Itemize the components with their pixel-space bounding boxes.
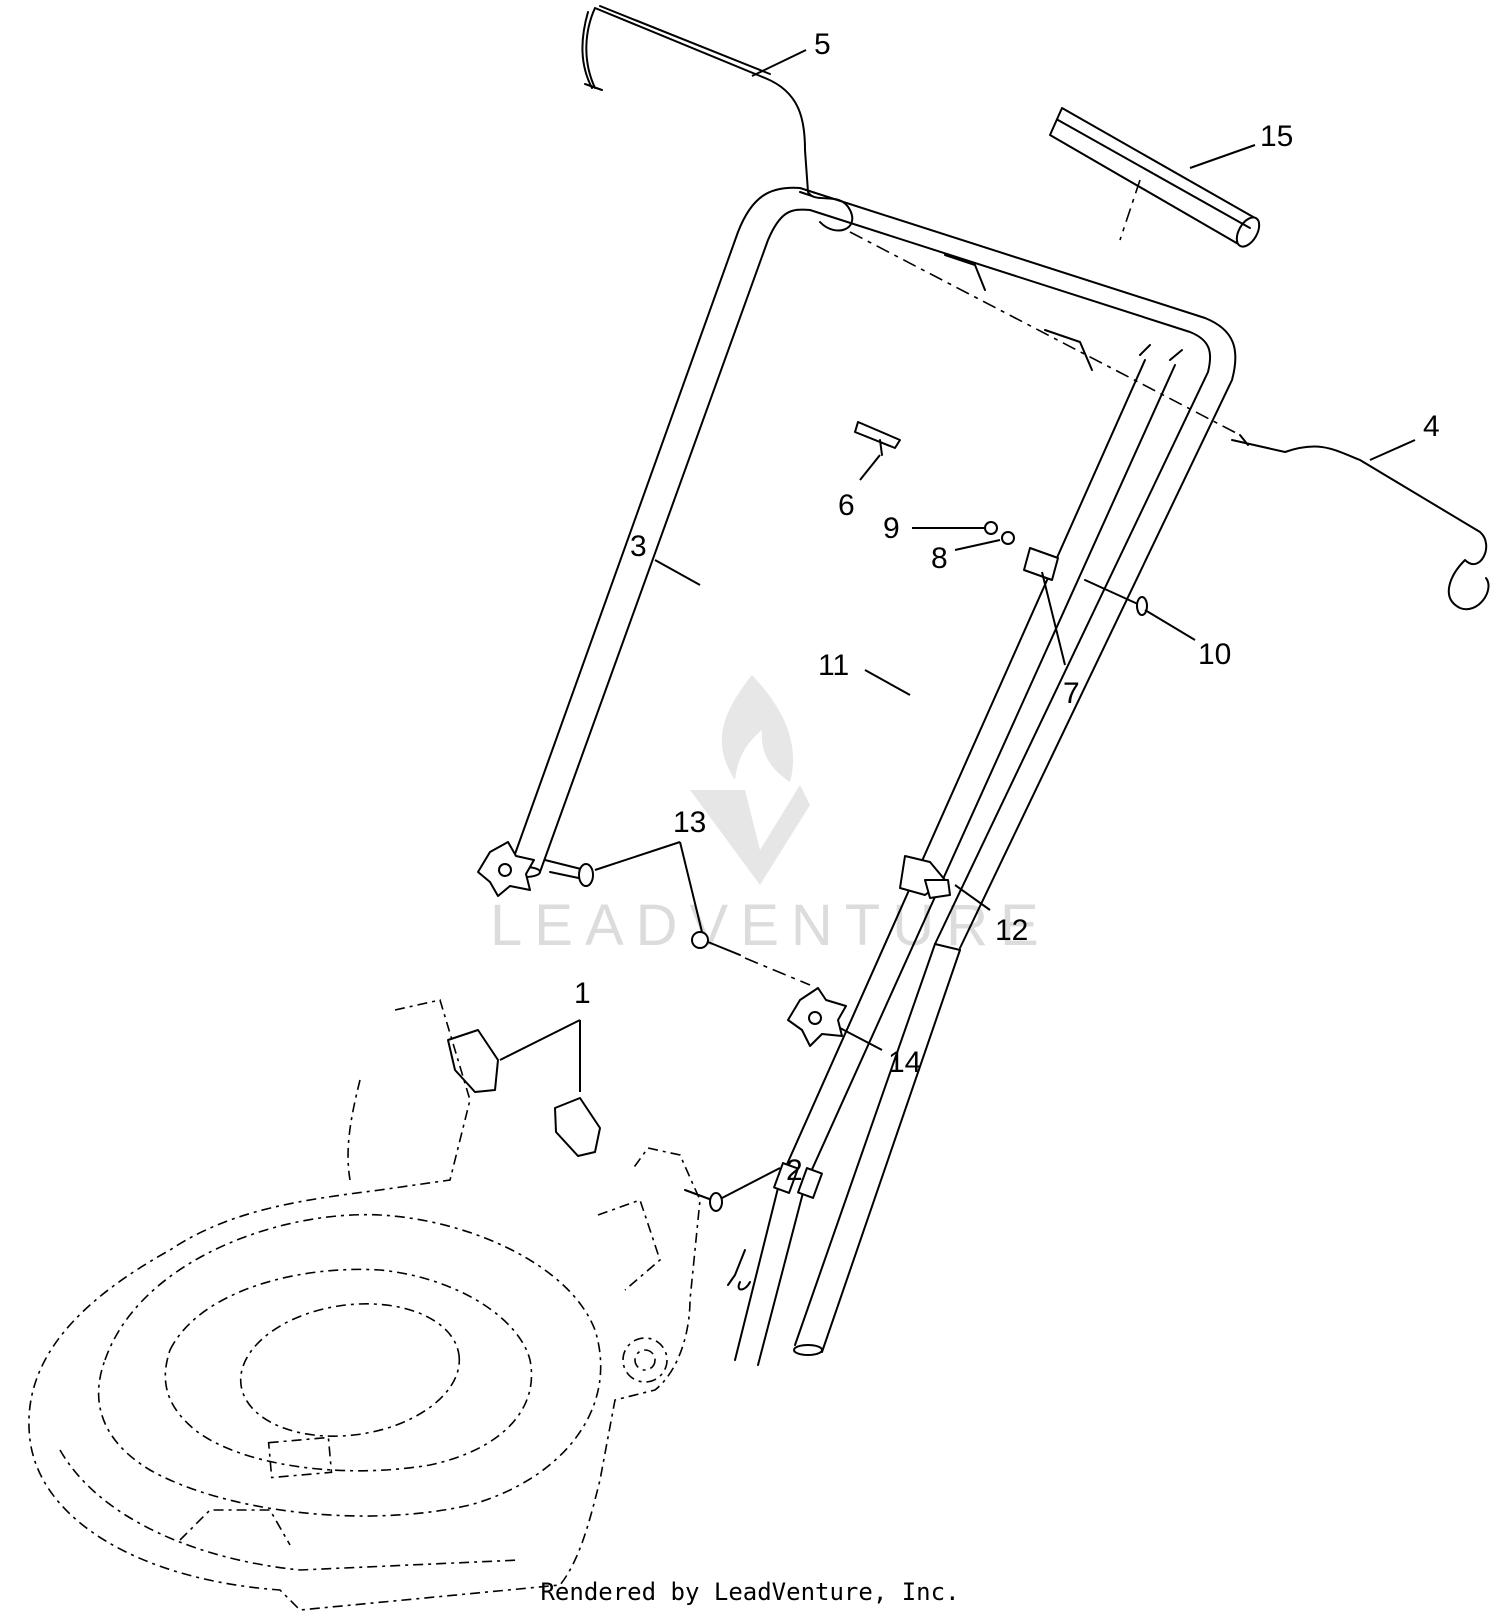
part-14-knobs[interactable] [477,841,847,1047]
callouts: 1 2 3 4 5 6 7 8 9 10 11 12 13 14 15 [574,28,1440,1187]
watermark: LEADVENTURE [490,675,1051,958]
mower-deck [28,999,701,1611]
callout-10[interactable]: 10 [1198,638,1231,671]
callout-15[interactable]: 15 [1260,120,1293,153]
part-7-cable-guide[interactable] [1023,547,1059,581]
footer-credit: Rendered by LeadVenture, Inc. [540,1578,960,1606]
leader-lines [499,49,1416,1199]
part-4-bail-right[interactable] [1231,434,1490,611]
callout-2[interactable]: 2 [786,1154,803,1187]
part-5-bail-left-edge [581,5,771,89]
callout-14[interactable]: 14 [888,1046,921,1079]
callout-5[interactable]: 5 [814,28,831,61]
part-6-clip-tail [879,439,883,456]
part-5-bail-left[interactable] [584,7,854,232]
part-9-nut[interactable] [984,521,998,535]
callout-4[interactable]: 4 [1423,410,1440,443]
grip-axis-line [1119,179,1141,241]
callout-11[interactable]: 11 [818,649,849,682]
callout-12[interactable]: 12 [995,914,1028,947]
callout-9[interactable]: 9 [883,512,900,545]
part-11-cables[interactable] [727,344,1183,1366]
part-6-clip[interactable] [854,421,901,449]
v-logo [690,785,810,885]
part-15-grip[interactable] [1049,107,1264,250]
watermark-text: LEADVENTURE [490,893,1051,958]
part-2-bolt[interactable] [684,1189,723,1212]
upper-handle[interactable] [509,186,1237,951]
callout-8[interactable]: 8 [931,542,948,575]
part-13-bolts[interactable] [544,859,811,986]
part-8-washer[interactable] [1001,531,1015,545]
bail-axis-line [849,231,1241,436]
callout-13[interactable]: 13 [673,806,706,839]
callout-6[interactable]: 6 [838,489,855,522]
part-1-brackets[interactable] [447,1029,601,1157]
callout-7[interactable]: 7 [1063,677,1080,710]
flame-logo [721,675,794,782]
callout-3[interactable]: 3 [630,530,647,563]
part-10-bolt[interactable] [1084,579,1148,616]
part-12-adjuster[interactable] [899,855,951,899]
callout-1[interactable]: 1 [574,977,591,1010]
